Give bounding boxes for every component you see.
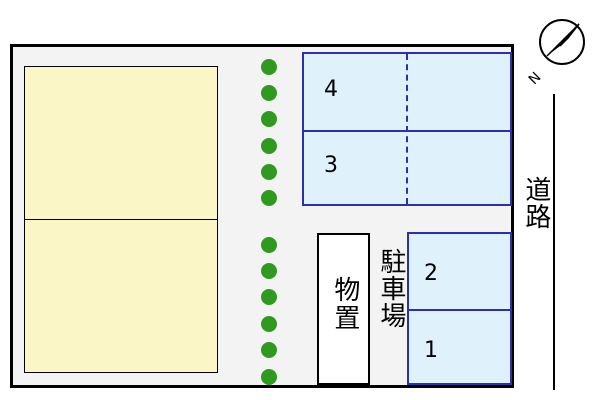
tree-icon [261, 59, 277, 75]
tree-icon [261, 316, 277, 332]
parking-dashed-line [406, 54, 408, 204]
parking-divider [409, 309, 510, 311]
road-label-text: 道路 [520, 176, 551, 230]
parking-space-number: 1 [424, 338, 438, 363]
tree-icon [261, 190, 277, 206]
parking-space-number: 2 [424, 261, 438, 286]
parking-label-text: 駐車場 [375, 248, 406, 329]
tree-icon [261, 237, 277, 253]
building-divider [25, 219, 217, 220]
parking-block-upper [302, 52, 512, 206]
tree-icon [261, 342, 277, 358]
storage-label-char: 物置 [329, 276, 360, 332]
tree-icon [261, 138, 277, 154]
tree-icon [261, 164, 277, 180]
parking-label: 駐車場 [375, 248, 406, 329]
tree-icon [261, 111, 277, 127]
tree-icon [261, 289, 277, 305]
storage-label: 物置 [329, 276, 360, 332]
tree-icon [261, 263, 277, 279]
road-label: 道路 [520, 176, 551, 230]
north-compass-icon: N [522, 8, 592, 88]
building [24, 66, 218, 373]
road-line [553, 94, 555, 390]
parking-space-number: 4 [324, 77, 338, 102]
tree-icon [261, 369, 277, 385]
north-label: N [526, 69, 545, 84]
tree-icon [261, 85, 277, 101]
parking-block-lower [407, 232, 512, 385]
storage-shed [317, 233, 370, 385]
parking-space-number: 3 [324, 153, 338, 178]
